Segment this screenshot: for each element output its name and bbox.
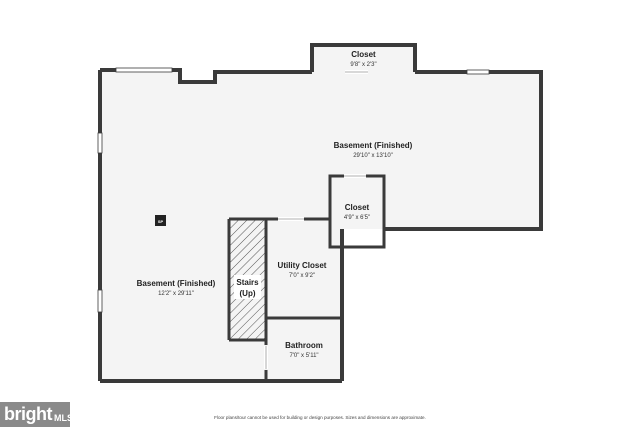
room-dims: 7'0" x 9'2" xyxy=(289,273,315,279)
floor-area xyxy=(100,45,541,381)
room-name: Basement (Finished) xyxy=(334,141,413,150)
room-utility-closet: Utility Closet 7'0" x 9'2" xyxy=(278,261,327,279)
room-closet-mid: Closet 4'9" x 6'5" xyxy=(344,203,370,221)
room-dims: 9'8" x 2'3" xyxy=(350,62,376,68)
logo-suffix: MLS xyxy=(54,412,73,423)
room-name: Closet xyxy=(351,50,376,59)
room-name: Bathroom xyxy=(285,341,323,350)
room-bathroom: Bathroom 7'0" x 5'11" xyxy=(285,341,323,359)
door-lines xyxy=(265,71,368,369)
room-basement-left: Basement (Finished) 12'2" x 29'11" xyxy=(137,279,216,297)
brightmls-logo: bright MLS xyxy=(0,402,73,427)
room-closet-top: Closet 9'8" x 2'3" xyxy=(350,50,376,68)
interior-walls xyxy=(227,174,386,381)
panel-label: SP xyxy=(158,219,164,224)
room-dims: 12'2" x 29'11" xyxy=(158,291,194,297)
room-dims: 7'0" x 5'11" xyxy=(289,353,318,359)
room-name-line2: (Up) xyxy=(240,289,256,298)
logo-brand: bright xyxy=(4,404,53,424)
electrical-panel-icon xyxy=(155,215,166,226)
room-name: Utility Closet xyxy=(278,261,327,270)
room-basement-right: Basement (Finished) 29'10" x 13'10" xyxy=(334,141,413,159)
room-dims: 4'9" x 6'5" xyxy=(344,215,370,221)
room-stairs: Stairs (Up) xyxy=(234,275,261,299)
room-name: Closet xyxy=(345,203,370,212)
room-name: Basement (Finished) xyxy=(137,279,216,288)
disclaimer-text: Floor plans/tour cannot be used for buil… xyxy=(214,415,426,420)
windows xyxy=(97,67,490,313)
room-name: Stairs xyxy=(236,278,259,287)
room-dims: 29'10" x 13'10" xyxy=(353,153,393,159)
